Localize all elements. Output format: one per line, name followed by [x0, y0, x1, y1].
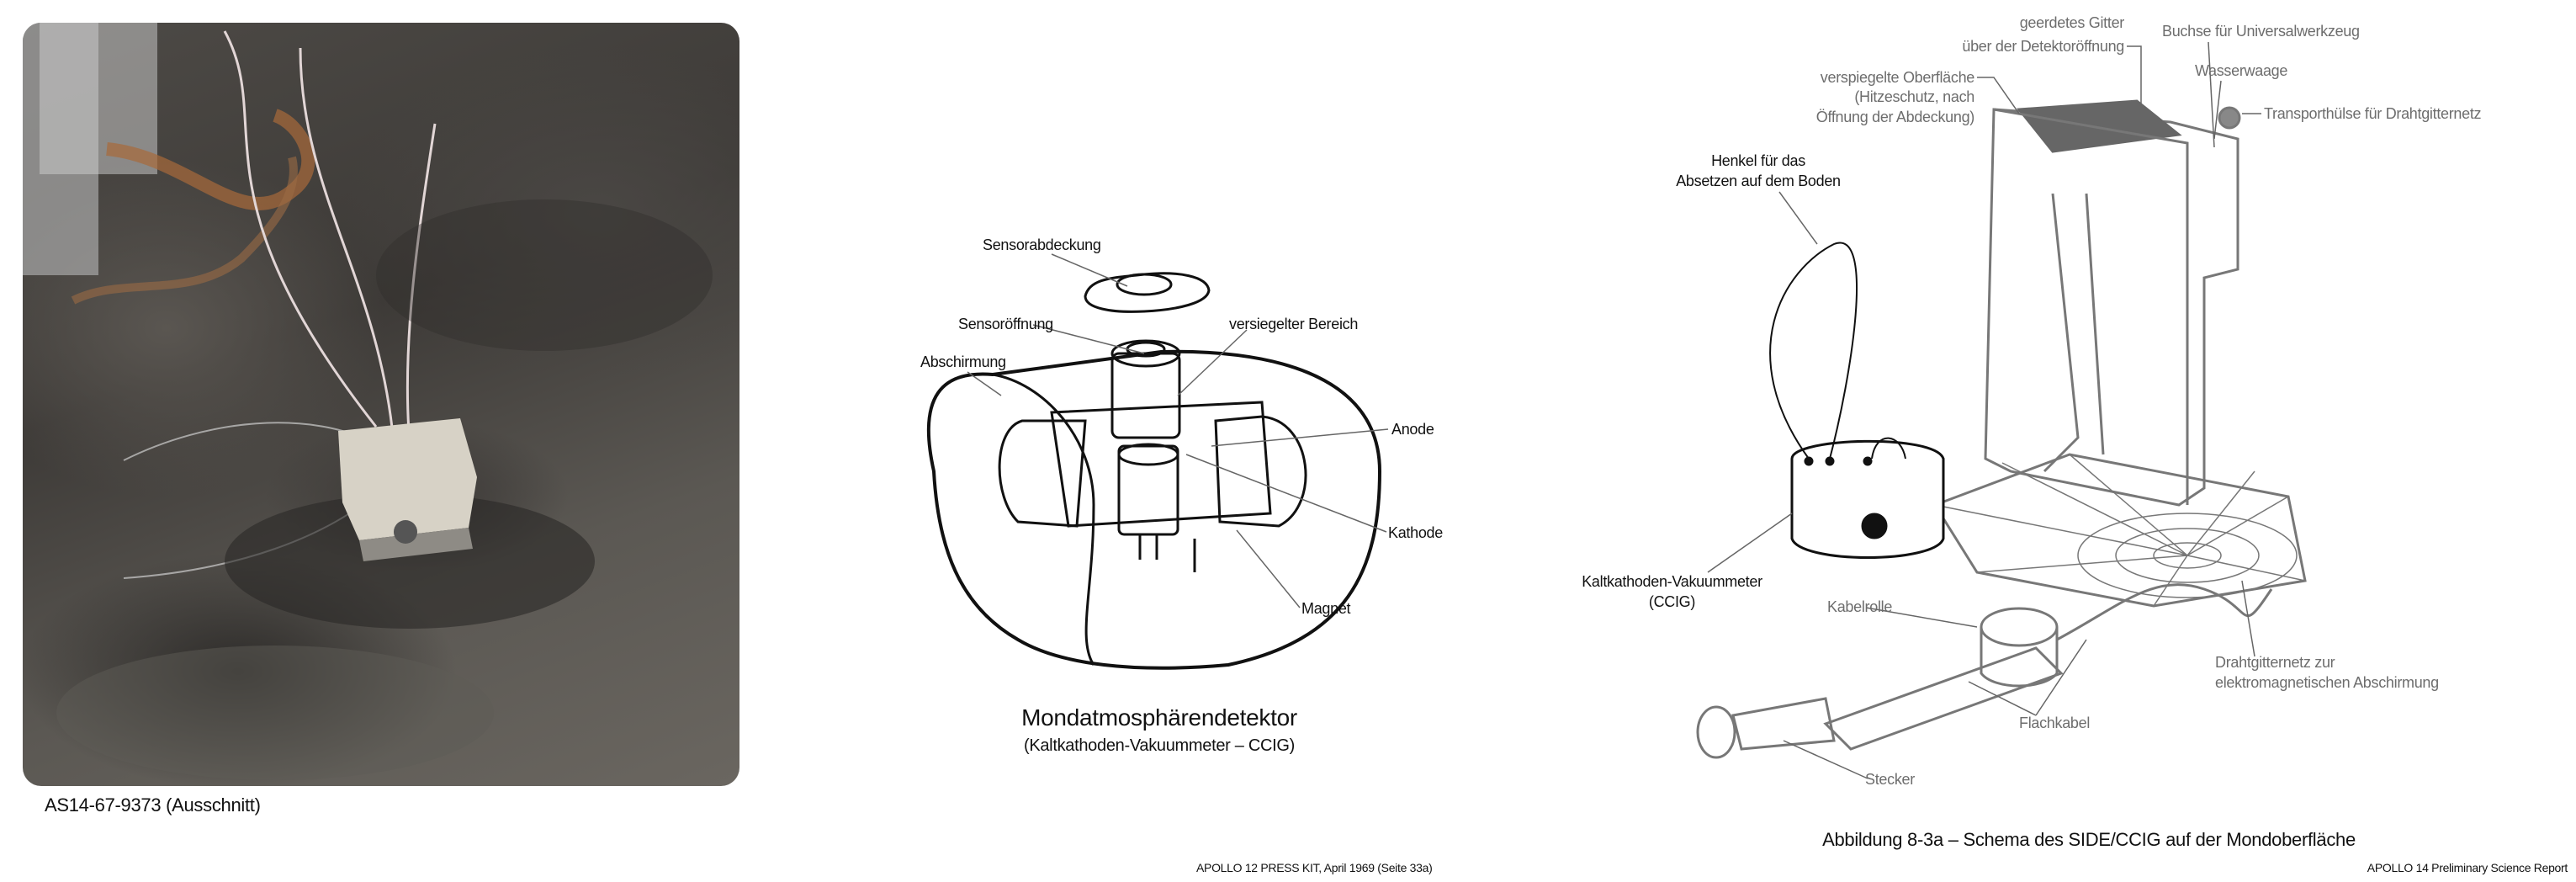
label-mesh-1: Drahtgitternetz zur — [2215, 654, 2335, 671]
label-sensor-cover: Sensorabdeckung — [983, 236, 1101, 253]
side-instrument-illustration — [1696, 99, 2307, 759]
ccig-illustration — [926, 272, 1382, 670]
label-plug: Stecker — [1865, 771, 1915, 788]
ccig-subtitle: (Kaltkathoden-Vakuummeter – CCIG) — [1023, 736, 1296, 755]
label-grounded-grid-1: geerdetes Gitter — [2019, 14, 2125, 31]
side-source: APOLLO 14 Preliminary Science Report — [2367, 861, 2568, 874]
label-spirit-level: Wasserwaage — [2195, 62, 2288, 79]
side-caption: Abbildung 8-3a – Schema des SIDE/CCIG au… — [1822, 829, 2356, 850]
ccig-title: Mondatmosphärendetektor — [1021, 704, 1297, 731]
label-handle-1: Henkel für das — [1711, 152, 1805, 169]
label-cable-reel: Kabelrolle — [1827, 598, 1893, 615]
label-transport-sleeve: Transporthülse für Drahtgitternetz — [2264, 105, 2482, 122]
label-sensor-opening: Sensoröffnung — [958, 316, 1053, 332]
label-sealed-area: versiegelter Bereich — [1229, 316, 1359, 332]
ccig-on-moon-image — [23, 23, 713, 780]
label-grounded-grid-2: über der Detektoröffnung — [1962, 38, 2124, 55]
label-ccig-2: (CCIG) — [1648, 593, 1696, 610]
label-mesh-2: elektromagnetischen Abschirmung — [2215, 674, 2439, 691]
label-mirror-2: (Hitzeschutz, nach — [1854, 88, 1974, 105]
label-magnet: Magnet — [1301, 600, 1351, 617]
label-cathode: Kathode — [1388, 524, 1443, 541]
label-mirror-3: Öffnung der Abdeckung) — [1815, 109, 1975, 125]
label-ccig-1: Kaltkathoden-Vakuummeter — [1582, 573, 1762, 590]
lunar-surface-photo — [23, 23, 739, 786]
label-tool-socket: Buchse für Universalwerkzeug — [2162, 23, 2360, 40]
label-anode: Anode — [1391, 421, 1434, 438]
label-shield: Abschirmung — [920, 353, 1006, 370]
ccig-source: APOLLO 12 PRESS KIT, April 1969 (Seite 3… — [1196, 861, 1433, 874]
side-leader-lines — [1707, 41, 2261, 779]
label-flat-cable: Flachkabel — [2019, 715, 2091, 731]
label-handle-2: Absetzen auf dem Boden — [1676, 173, 1841, 189]
ccig-leader-lines — [967, 253, 1389, 608]
ccig-box-illustration — [1769, 242, 1945, 559]
label-mirror-1: verspiegelte Oberfläche — [1820, 69, 1975, 86]
photo-caption: AS14-67-9373 (Ausschnitt) — [45, 794, 261, 816]
